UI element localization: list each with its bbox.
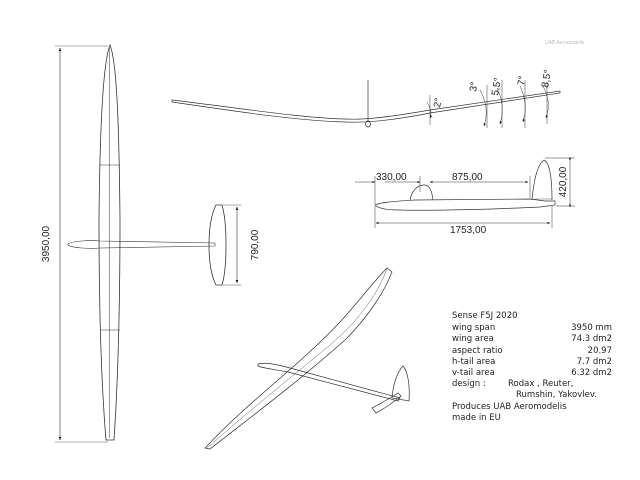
span-dimension [55,45,108,443]
spec-value: 6.32 dm2 [571,368,612,379]
span-dimension-label: 3950,00 [41,225,52,262]
origin-line: made in EU [452,412,501,423]
design-credits: design : Rodax , Reuter, [452,379,612,390]
producer-line: Produces UAB Aeromodelis [452,401,567,412]
fin-side-view [531,159,553,201]
wing-front-view [171,90,561,123]
spec-label: aspect ratio [452,345,503,356]
spec-row-wing-span: wing span 3950 mm [452,323,612,334]
front-view [171,80,561,128]
spec-value: 3950 mm [571,323,612,334]
perspective-view [204,267,410,450]
specifications-panel: Sense F5J 2020 wing span 3950 mm wing ar… [452,311,612,424]
design-names-line-2: Rumshin, Yakovlev. [516,390,597,401]
wing-perspective [204,267,393,450]
spec-row-vtail-area: v-tail area 6.32 dm2 [452,368,612,379]
nose-to-fin-label: 330,00 [376,172,407,183]
fuselage-top-view [67,240,216,249]
dihedral-angle-4: 7° [516,75,528,86]
spec-row-htail-area: h-tail area 7.7 dm2 [452,357,612,368]
horizontal-tail-planform [208,204,227,286]
fuselage-perspective [257,362,401,402]
spec-value: 7.7 dm2 [576,356,612,367]
spec-label: h-tail area [452,356,496,367]
spec-label: wing area [452,334,494,345]
fin-perspective [391,365,410,402]
htail-perspective [371,392,402,414]
fuselage-front-view [365,120,371,128]
spec-label: wing span [452,323,496,334]
fuselage-side-view [374,198,556,211]
fin-to-tail-label: 875,00 [452,172,483,183]
spec-row-aspect-ratio: aspect ratio 20.97 [452,346,612,357]
model-title: Sense F5J 2020 [452,311,518,321]
htail-span-dimension [223,204,241,286]
canopy-side-view [409,184,434,201]
side-view-dimensions [355,156,575,228]
dihedral-angle-2: 3° [468,81,480,92]
spec-label: v-tail area [452,368,495,379]
fuselage-length-label: 1753,00 [450,225,487,236]
design-label: design : [452,379,486,390]
dihedral-angle-3: 5,5° [490,77,504,97]
spec-value: 20.97 [587,345,612,356]
top-view [67,43,227,441]
dihedral-angle-1: 2° [432,97,444,108]
fin-height-label: 420,00 [558,166,569,197]
dihedral-angle-5: 8,5° [540,69,554,89]
design-names-line-1: Rodax , Reuter, [508,379,574,390]
htail-span-dimension-label: 790,00 [250,229,261,260]
spec-value: 74.3 dm2 [571,334,612,345]
wing-planform [98,43,121,441]
watermark-text: UAB Aeromodelis [545,40,585,46]
side-view [374,159,556,211]
spec-row-wing-area: wing area 74.3 dm2 [452,334,612,345]
